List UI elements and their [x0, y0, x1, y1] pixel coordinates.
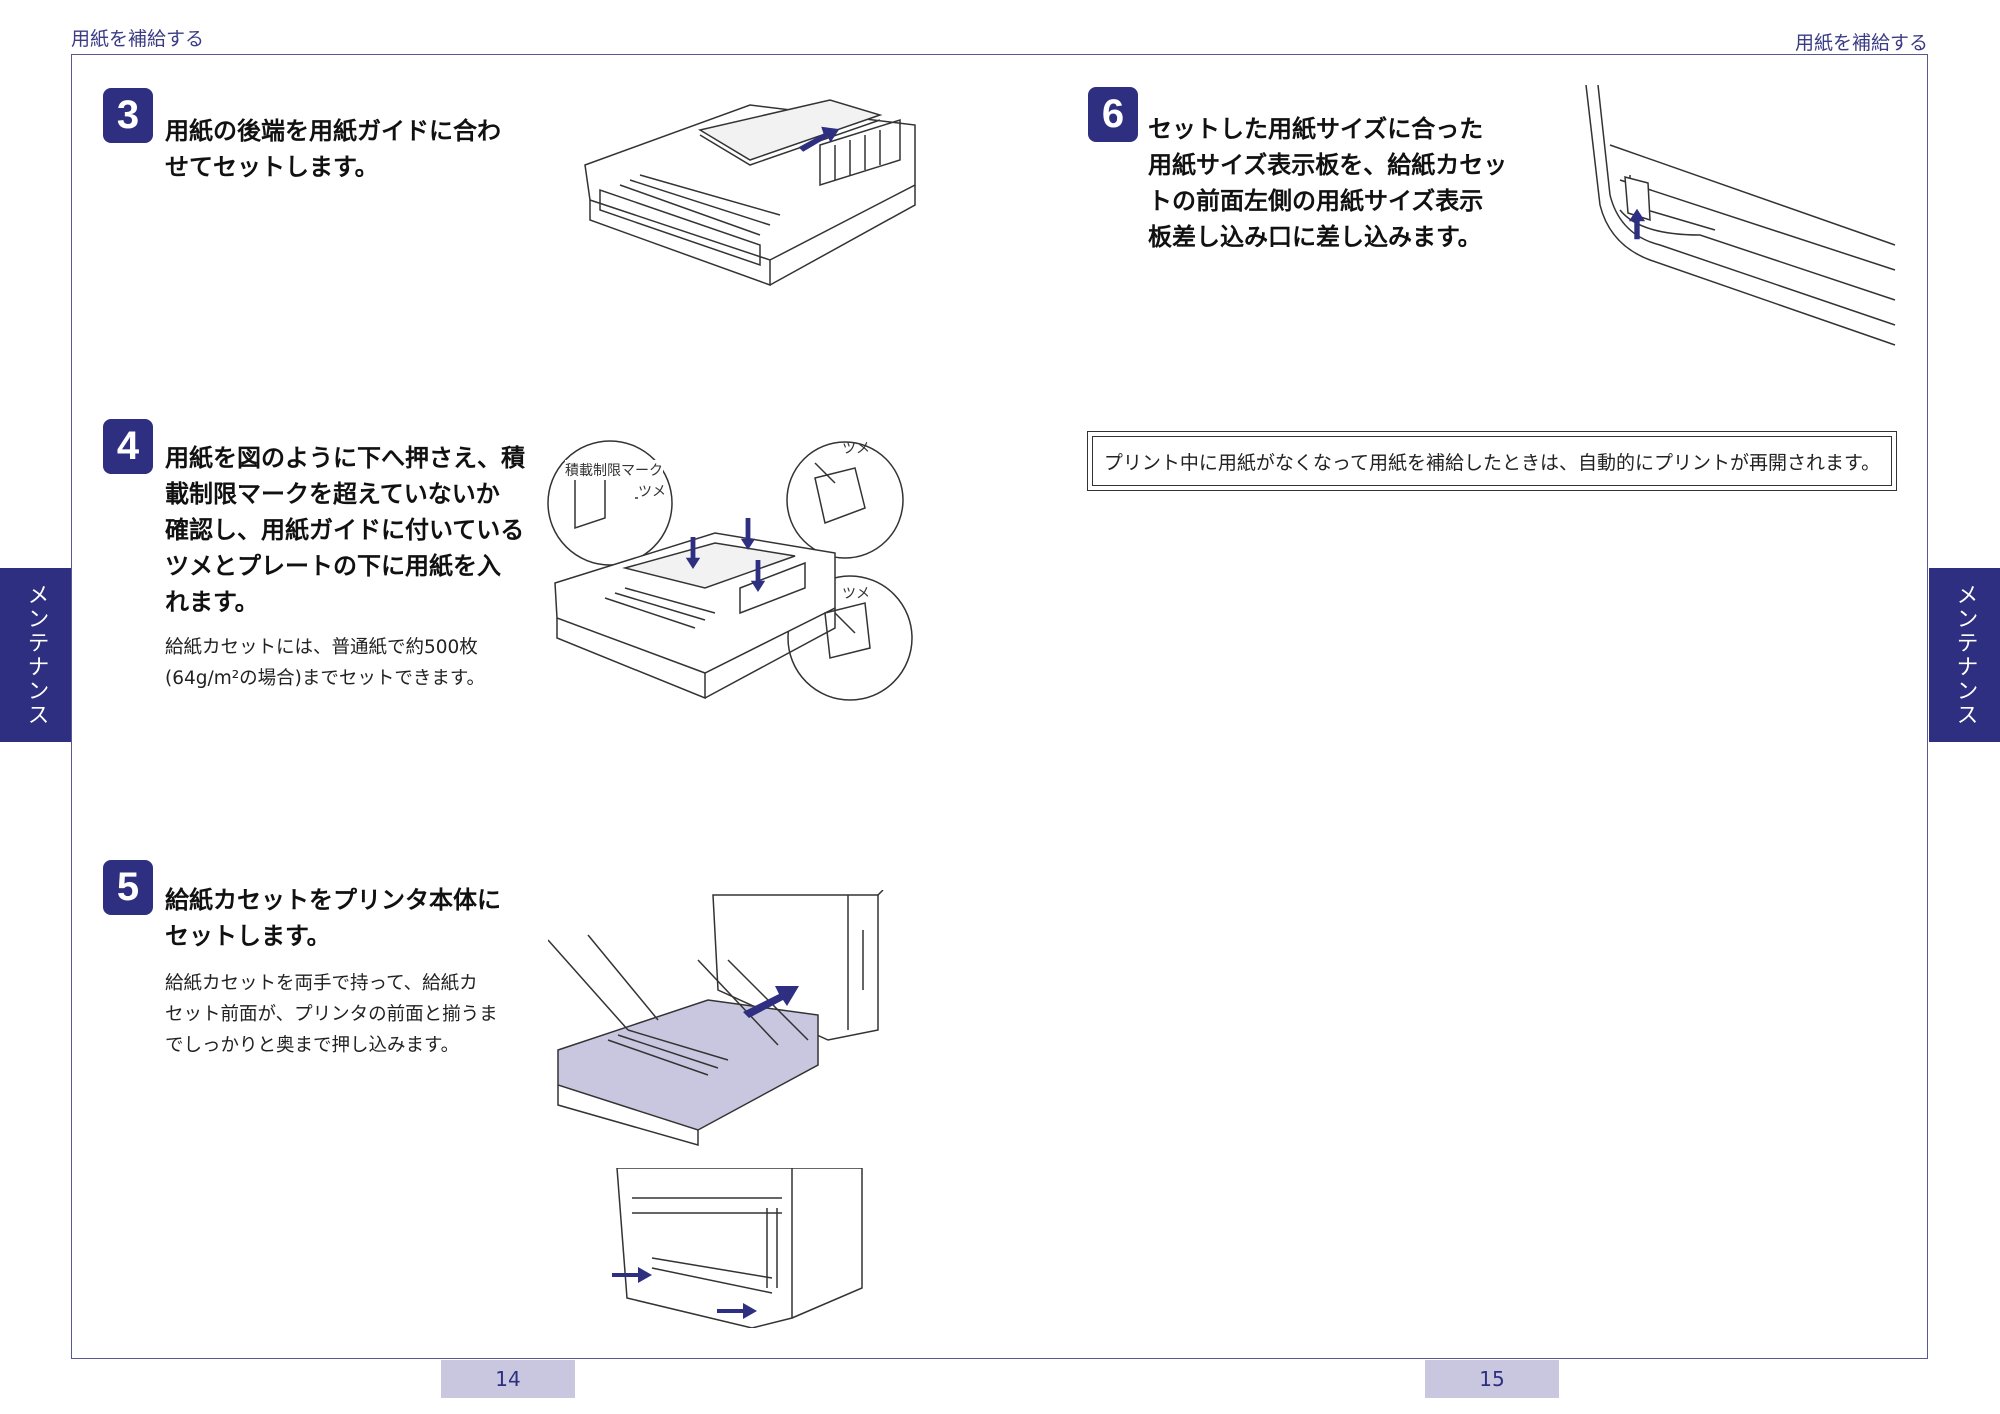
step-4-note: 給紙カセットには、普通紙で約500枚 (64g/m²の場合)までセットできます。 [165, 632, 485, 694]
step-3-number: 3 [103, 88, 153, 143]
down-arrow-icon [750, 560, 766, 592]
step-4-title: 用紙を図のように下へ押さえ、積 載制限マークを超えていないか 確認し、用紙ガイド… [165, 440, 525, 620]
step-6-title-line: トの前面左側の用紙サイズ表示 [1148, 187, 1484, 215]
up-arrow-icon [798, 126, 840, 152]
step-6-illustration [1580, 85, 1900, 350]
step-5-note-line: でしっかりと奥まで押し込みます。 [165, 1035, 460, 1056]
step-5-note-line: セット前面が、プリンタの前面と揃うま [165, 1004, 498, 1025]
step-6-title-line: 板差し込み口に差し込みます。 [1148, 223, 1482, 251]
step-4-note-line: (64g/m²の場合)までセットできます。 [165, 668, 486, 689]
notice-box: プリント中に用紙がなくなって用紙を補給したときは、自動的にプリントが再開されます… [1087, 431, 1897, 491]
step-5-title: 給紙カセットをプリンタ本体に セットします。 [165, 882, 501, 954]
side-tab-left-label: メンテナンス [23, 583, 49, 727]
right-arrow-icon [612, 1267, 652, 1283]
right-arrow-icon [717, 1303, 757, 1319]
step-5-illustration-top [548, 890, 918, 1150]
claw-label-3: ツメ [842, 586, 870, 602]
step-5-note-line: 給紙カセットを両手で持って、給紙カ [165, 973, 478, 994]
step-3-title-line: 用紙の後端を用紙ガイドに合わ [165, 117, 501, 145]
page-frame [71, 54, 1928, 1359]
step-4-title-line: 用紙を図のように下へ押さえ、積 [165, 444, 525, 472]
up-arrow-icon [1628, 208, 1646, 240]
step-3-illustration [580, 85, 920, 295]
page-number-left: 14 [441, 1360, 575, 1398]
side-tab-right-label: メンテナンス [1952, 583, 1978, 727]
header-right-title: 用紙を補給する [1794, 32, 1928, 54]
right-arrow-icon [743, 986, 799, 1018]
claw-label-2: ツメ [842, 441, 870, 457]
step-3-title-line: せてセットします。 [165, 153, 379, 181]
step-5-title-line: 給紙カセットをプリンタ本体に [165, 886, 501, 914]
header-left-title: 用紙を補給する [71, 28, 205, 50]
step-5-title-line: セットします。 [165, 922, 331, 950]
step-4-illustration: 積載制限マーク ツメ ツメ ツメ [545, 438, 915, 708]
step-6-title-line: 用紙サイズ表示板を、給紙カセッ [1148, 151, 1508, 179]
step-4-title-line: 確認し、用紙ガイドに付いている [165, 516, 525, 544]
step-4-title-line: ツメとプレートの下に用紙を入 [165, 552, 501, 580]
step-4-title-line: 載制限マークを超えていないか [165, 480, 500, 508]
side-tab-right[interactable]: メンテナンス [1929, 568, 2000, 742]
limit-mark-label: 積載制限マーク [565, 460, 663, 480]
step-6-title: セットした用紙サイズに合った 用紙サイズ表示板を、給紙カセッ トの前面左側の用紙… [1148, 111, 1507, 255]
side-tab-left[interactable]: メンテナンス [0, 568, 71, 742]
step-5-note: 給紙カセットを両手で持って、給紙カ セット前面が、プリンタの前面と揃うま でしっ… [165, 968, 498, 1061]
step-6-title-line: セットした用紙サイズに合った [1148, 115, 1484, 143]
step-5-illustration-bottom [612, 1168, 882, 1328]
step-4-title-line: れます。 [165, 588, 259, 616]
down-arrow-icon [685, 537, 701, 569]
claw-label-1: ツメ [638, 481, 666, 501]
step-6-number: 6 [1088, 87, 1138, 142]
notice-text: プリント中に用紙がなくなって用紙を補給したときは、自動的にプリントが再開されます… [1092, 436, 1892, 486]
step-5-number: 5 [103, 860, 153, 915]
step-4-note-line: 給紙カセットには、普通紙で約500枚 [165, 637, 478, 658]
step-4-number: 4 [103, 419, 153, 474]
down-arrow-icon [740, 518, 756, 550]
step-3-title: 用紙の後端を用紙ガイドに合わ せてセットします。 [165, 113, 501, 185]
page-number-right: 15 [1425, 1360, 1559, 1398]
